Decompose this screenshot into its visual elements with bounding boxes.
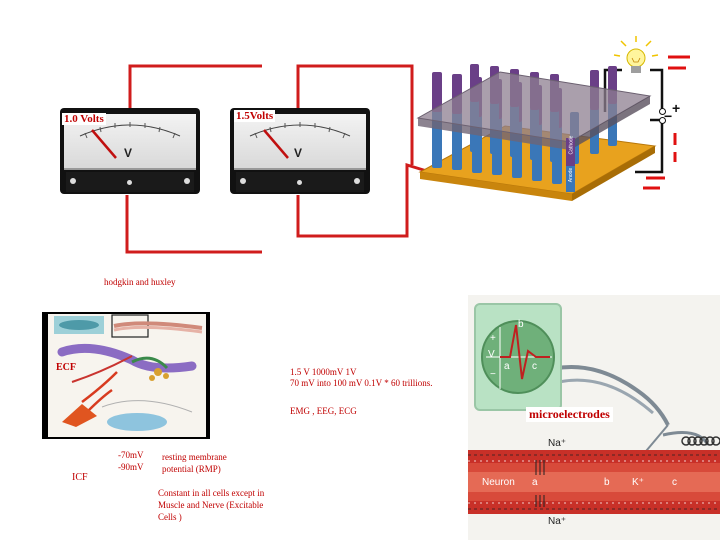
ion-na-bottom: Na⁺ <box>548 516 567 527</box>
calc-line1: 1.5 V 1000mV 1V <box>290 367 357 377</box>
rmp-value-90: -90mV <box>118 462 144 472</box>
hodgkin-huxley-label: hodgkin and huxley <box>104 277 176 287</box>
rmp-label-line2: potential (RMP) <box>162 464 221 474</box>
calc-line3: EMG , EEG, ECG <box>290 406 357 416</box>
graph-label-c: c <box>532 361 537 372</box>
graph-label-minus: − <box>490 369 496 380</box>
neuron-diagram-art <box>48 314 206 437</box>
constant-note-line3: Cells ) <box>158 512 182 522</box>
voltmeter-2-unit: V <box>294 146 303 160</box>
terminal-node-top <box>659 108 666 115</box>
axon-label-a: a <box>532 477 538 488</box>
axon-label-k: K⁺ <box>632 477 644 488</box>
terminal-plus: + <box>672 100 681 116</box>
ecg-graph-art <box>481 320 555 394</box>
wire-top-mid <box>296 64 414 165</box>
rmp-value-70: -70mV <box>118 450 144 460</box>
voltmeter-2-terminal-right <box>354 178 360 184</box>
terminal-node-bottom <box>659 117 666 124</box>
graph-label-b: b <box>518 319 524 330</box>
ion-na-top: Na⁺ <box>548 438 567 449</box>
neuron-diagram <box>42 312 210 439</box>
voltmeter-1-needle <box>91 129 117 159</box>
wire-bottom-left <box>125 195 262 254</box>
wire-bulb-right <box>650 68 664 112</box>
voltmeter-1-terminal-left <box>70 178 76 184</box>
constant-note-line2: Muscle and Nerve (Excitable <box>158 500 264 510</box>
rmp-label-line1: resting membrane <box>162 452 227 462</box>
graph-label-a: a <box>504 361 510 372</box>
terminal-minus: − <box>664 108 673 124</box>
graph-label-plus: + <box>490 333 496 344</box>
voltmeter-1-unit: V <box>124 146 133 160</box>
voltmeter-2-terminal-center <box>297 180 302 185</box>
ecf-label: ECF <box>56 362 76 373</box>
voltmeter-1-terminal-center <box>127 180 132 185</box>
neuron-word: Neuron <box>482 477 515 488</box>
constant-note-line1: Constant in all cells except in <box>158 488 265 498</box>
icf-label: ICF <box>72 472 88 483</box>
axon-label-b: b <box>604 477 610 488</box>
axon-label-c: c <box>672 477 677 488</box>
voltmeter-2-needle <box>263 129 289 159</box>
voltmeter-1-label: 1.0 Volts <box>62 113 106 125</box>
voltmeter-1: V <box>60 108 200 194</box>
microelectrodes-title: microelectrodes <box>526 407 613 422</box>
microelectrode-panel: b a c V + − microelectrodes Na⁺ Na⁺ Neur… <box>468 295 720 540</box>
ecg-graph: b a c V + − <box>474 303 562 411</box>
calc-line2: 70 mV into 100 mV 0.1V * 60 trillions. <box>290 378 433 388</box>
voltmeter-1-terminal-right <box>184 178 190 184</box>
voltmeter-2: V <box>230 108 370 194</box>
wire-top-left <box>128 64 262 110</box>
graph-label-v: V <box>488 349 495 360</box>
wire-bottom-mid <box>296 162 431 238</box>
voltmeter-2-label: 1.5Volts <box>234 110 276 122</box>
voltmeter-2-terminal-left <box>240 178 246 184</box>
